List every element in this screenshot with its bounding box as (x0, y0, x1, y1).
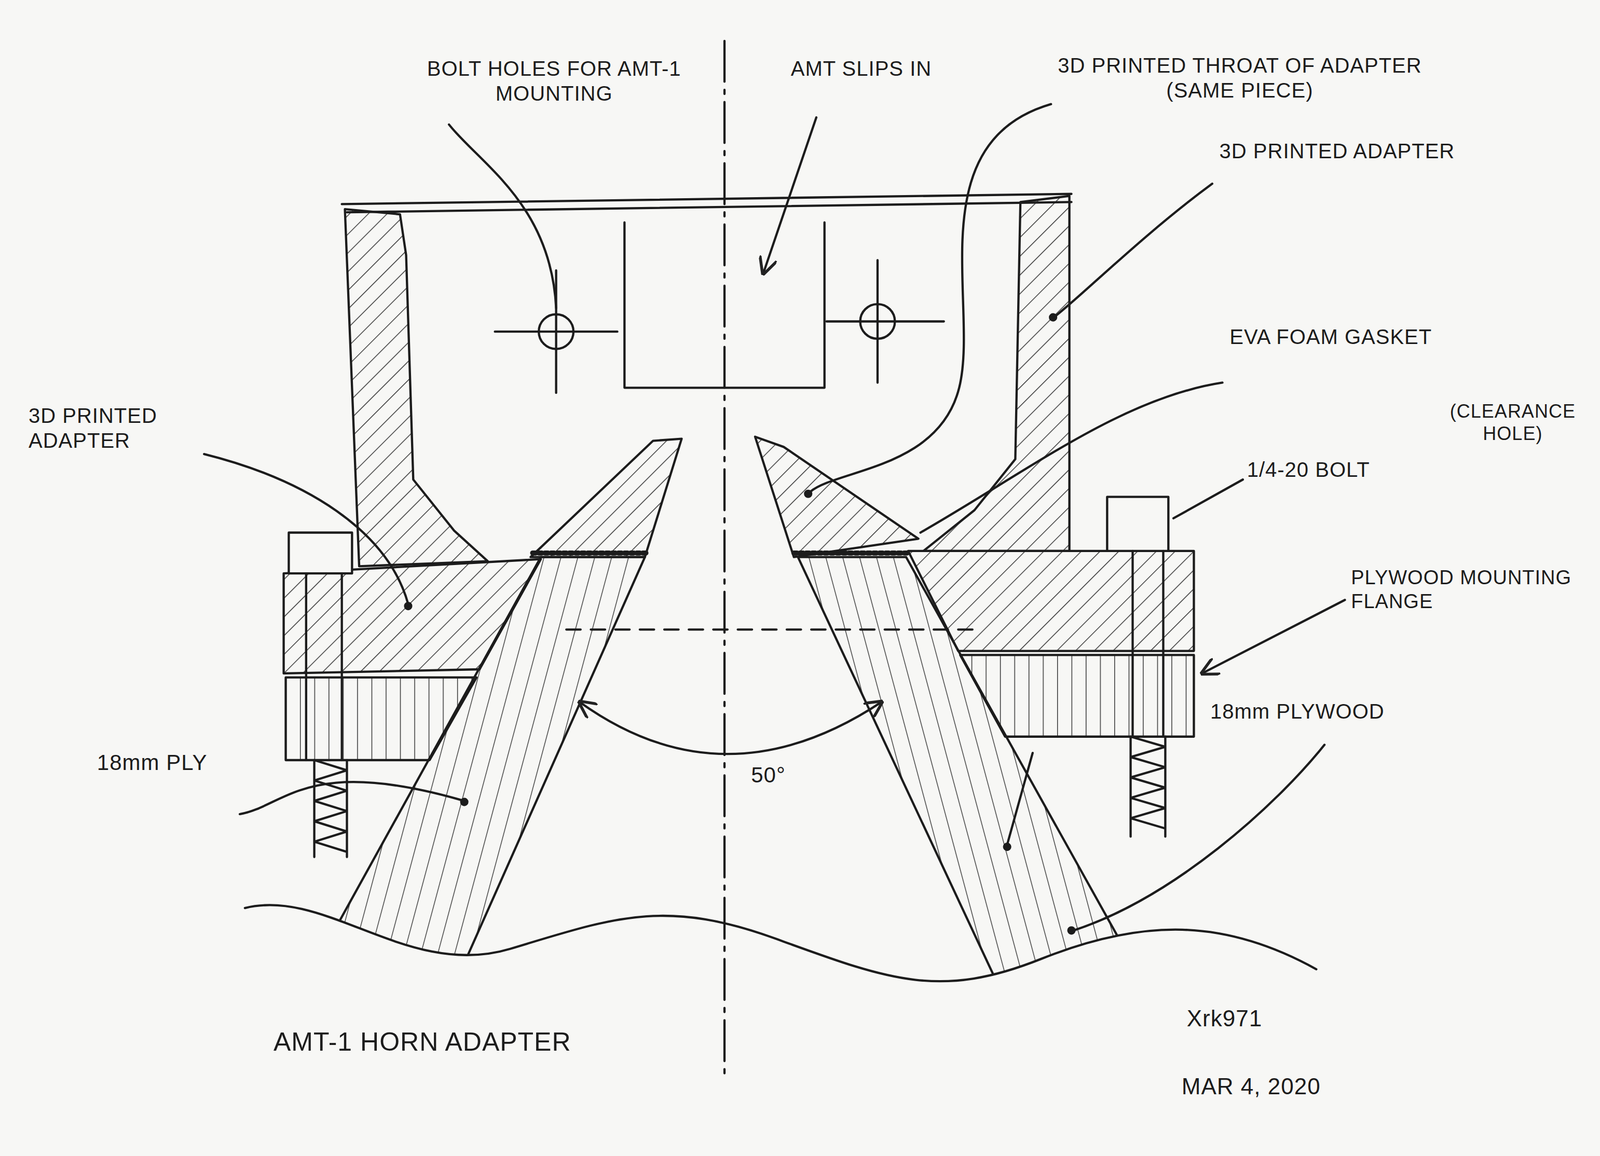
callout-label: BOLT HOLES FOR AMT-1 MOUNTING (385, 56, 723, 106)
callout-label: 3D PRINTED THROAT OF ADAPTER (SAME PIECE… (1035, 52, 1444, 103)
callout-label: EVA FOAM GASKET (1229, 324, 1434, 350)
date-label: MAR 4, 2020 (1181, 1073, 1321, 1101)
callout-label: 3D PRINTED ADAPTER (28, 403, 193, 454)
callout-label: (CLEARANCE HOLE) (1433, 400, 1593, 445)
angle-dimension: 50° (747, 761, 789, 790)
callout-label: 3D PRINTED ADAPTER (1219, 138, 1456, 164)
dimension-label: 18mm PLY (97, 749, 208, 776)
callout-label: AMT SLIPS IN (790, 56, 932, 81)
caption: AMT-1 HORN ADAPTER (273, 1026, 572, 1058)
author-label: Xrk971 (1186, 1005, 1263, 1033)
callout-label: PLYWOOD MOUNTING FLANGE (1350, 566, 1591, 614)
dimension-label: 18mm PLYWOOD (1210, 699, 1385, 724)
callout-label: 1/4-20 BOLT (1247, 457, 1371, 483)
